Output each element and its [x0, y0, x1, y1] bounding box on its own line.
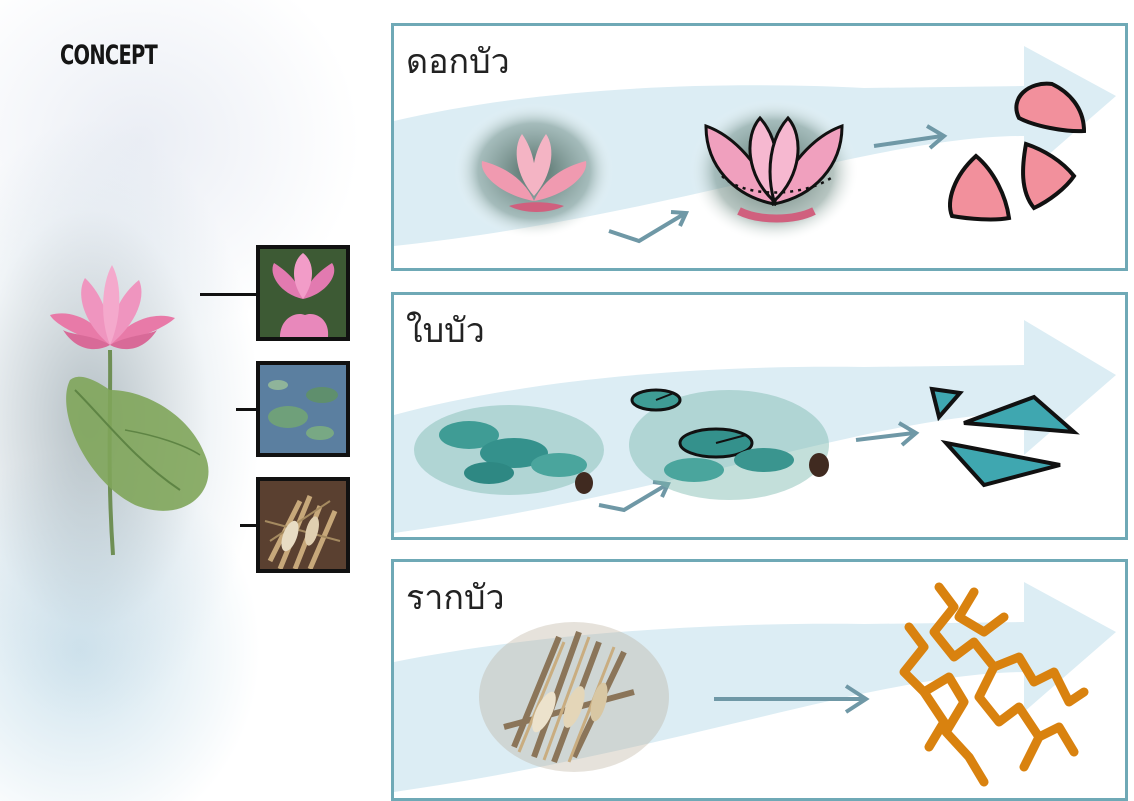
lotus-root-panel: รากบัว: [391, 559, 1128, 801]
arrow-icon: [874, 126, 944, 148]
lotus-leaf-pond-thumb: [256, 361, 350, 457]
lotus-flower-panel: ดอกบัว: [391, 23, 1128, 271]
connector-line-leaf: [236, 408, 256, 411]
root-pattern: [904, 587, 1084, 782]
arrow-icon: [856, 423, 916, 445]
lotus-plant-illustration: [15, 240, 225, 560]
lotus-flower-transform-art: [394, 26, 1125, 268]
lotus-flower-photo: [454, 103, 614, 239]
lotus-root-photo: [479, 622, 669, 772]
lotus-root-transform-art: [394, 562, 1125, 798]
lotus-leaf-photo: [414, 405, 604, 495]
lotus-flower-thumb: [256, 245, 350, 341]
lotus-leaf-transform-art: [394, 295, 1125, 537]
lotus-root-thumb: [256, 477, 350, 573]
lotus-leaf-panel: ใบบัว: [391, 292, 1128, 540]
connector-line-flower: [200, 293, 256, 296]
concept-title: CONCEPT: [60, 40, 157, 71]
lotus-flower-outlined: [689, 99, 859, 243]
lotus-leaf-outlined: [629, 390, 829, 500]
arrow-icon: [714, 686, 866, 712]
connector-line-root: [240, 524, 256, 527]
petal-shapes: [950, 84, 1084, 220]
leaf-shards: [932, 389, 1074, 485]
